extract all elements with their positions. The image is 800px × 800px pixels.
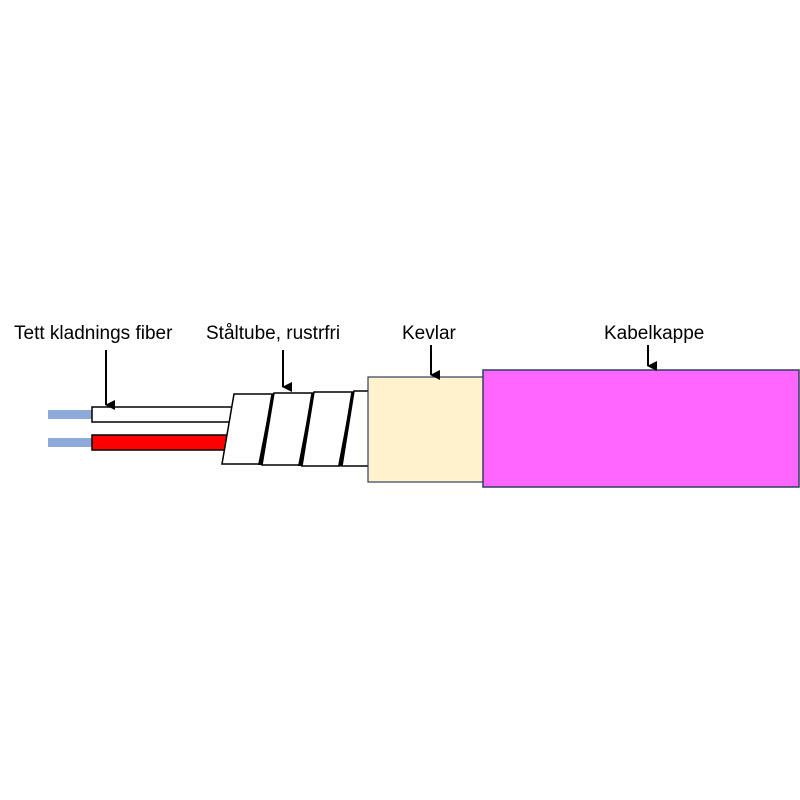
- steel-tube-gap: [298, 392, 314, 466]
- fiber-core-bottom: [48, 438, 92, 447]
- steel-tube: [221, 390, 373, 467]
- steel-tube-gap: [258, 393, 274, 465]
- label-fiber: Tett kladnings fiber: [14, 323, 173, 344]
- fiber-white-buffer: [91, 406, 239, 423]
- label-kevlar: Kevlar: [402, 323, 457, 344]
- fiber-red-buffer: [91, 434, 239, 451]
- steel-tube-gap: [338, 391, 354, 466]
- cable-jacket: [482, 369, 800, 488]
- label-steel-tube: Ståltube, rustrfri: [206, 323, 340, 344]
- label-jacket: Kabelkappe: [604, 323, 704, 344]
- fiber-core-top: [48, 410, 92, 419]
- kevlar-layer: [367, 376, 485, 483]
